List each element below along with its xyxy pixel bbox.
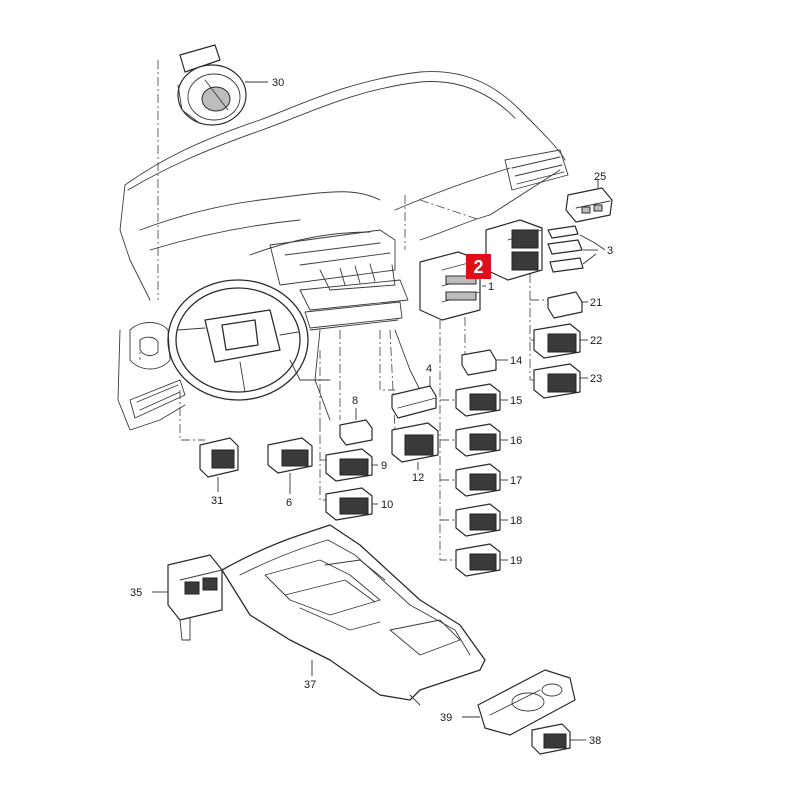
switch-block-parts-1-2 bbox=[419, 219, 543, 321]
steering-wheel bbox=[167, 279, 309, 401]
callout-22: 22 bbox=[590, 335, 602, 347]
highlight-badge-label: 2 bbox=[473, 257, 483, 277]
callout-1: 1 bbox=[488, 281, 494, 293]
callout-31: 31 bbox=[211, 495, 223, 507]
callout-16: 16 bbox=[510, 435, 522, 447]
callout-35: 35 bbox=[130, 587, 142, 599]
highlight-badge: 2 bbox=[466, 254, 491, 279]
callout-18: 18 bbox=[510, 515, 522, 527]
part-31 bbox=[199, 437, 239, 478]
callout-12: 12 bbox=[412, 472, 424, 484]
callout-23: 23 bbox=[590, 373, 602, 385]
part-10 bbox=[325, 487, 373, 521]
part-23 bbox=[533, 363, 581, 399]
part-30-light-switch bbox=[177, 44, 247, 126]
part-38 bbox=[531, 723, 571, 755]
callout-38: 38 bbox=[589, 735, 601, 747]
leader-lines bbox=[152, 81, 599, 741]
part-8 bbox=[339, 419, 373, 446]
dashboard-outline bbox=[117, 71, 569, 431]
part-18 bbox=[455, 503, 501, 537]
callout-8: 8 bbox=[352, 395, 358, 407]
callout-30: 30 bbox=[272, 77, 284, 89]
callout-10: 10 bbox=[381, 499, 393, 511]
callout-19: 19 bbox=[510, 555, 522, 567]
callout-39: 39 bbox=[440, 712, 452, 724]
part-39 bbox=[477, 669, 576, 736]
part-16 bbox=[455, 423, 501, 457]
part-12 bbox=[391, 422, 439, 463]
part-22 bbox=[533, 323, 581, 359]
part-25 bbox=[565, 187, 613, 223]
callout-17: 17 bbox=[510, 475, 522, 487]
part-37-center-console bbox=[221, 524, 486, 706]
callout-37: 37 bbox=[304, 679, 316, 691]
part-4 bbox=[391, 385, 437, 419]
callout-25: 25 bbox=[594, 171, 606, 183]
callout-21: 21 bbox=[590, 297, 602, 309]
part-9 bbox=[325, 448, 373, 482]
callout-15: 15 bbox=[510, 395, 522, 407]
callout-3: 3 bbox=[607, 245, 613, 257]
part-15 bbox=[455, 383, 501, 417]
part-17 bbox=[455, 463, 501, 497]
callout-labels: 30 25 3 1 21 22 23 14 15 16 17 18 19 4 8… bbox=[130, 77, 613, 747]
callout-14: 14 bbox=[510, 355, 522, 367]
part-6 bbox=[267, 437, 313, 474]
callout-4: 4 bbox=[426, 363, 432, 375]
part-19 bbox=[455, 543, 501, 577]
part-14 bbox=[461, 349, 497, 376]
highlight-badge-box bbox=[466, 254, 491, 279]
part-35 bbox=[167, 554, 223, 641]
part-21 bbox=[547, 291, 583, 319]
callout-6: 6 bbox=[286, 497, 292, 509]
part-3-clips bbox=[547, 225, 606, 273]
callout-9: 9 bbox=[381, 460, 387, 472]
